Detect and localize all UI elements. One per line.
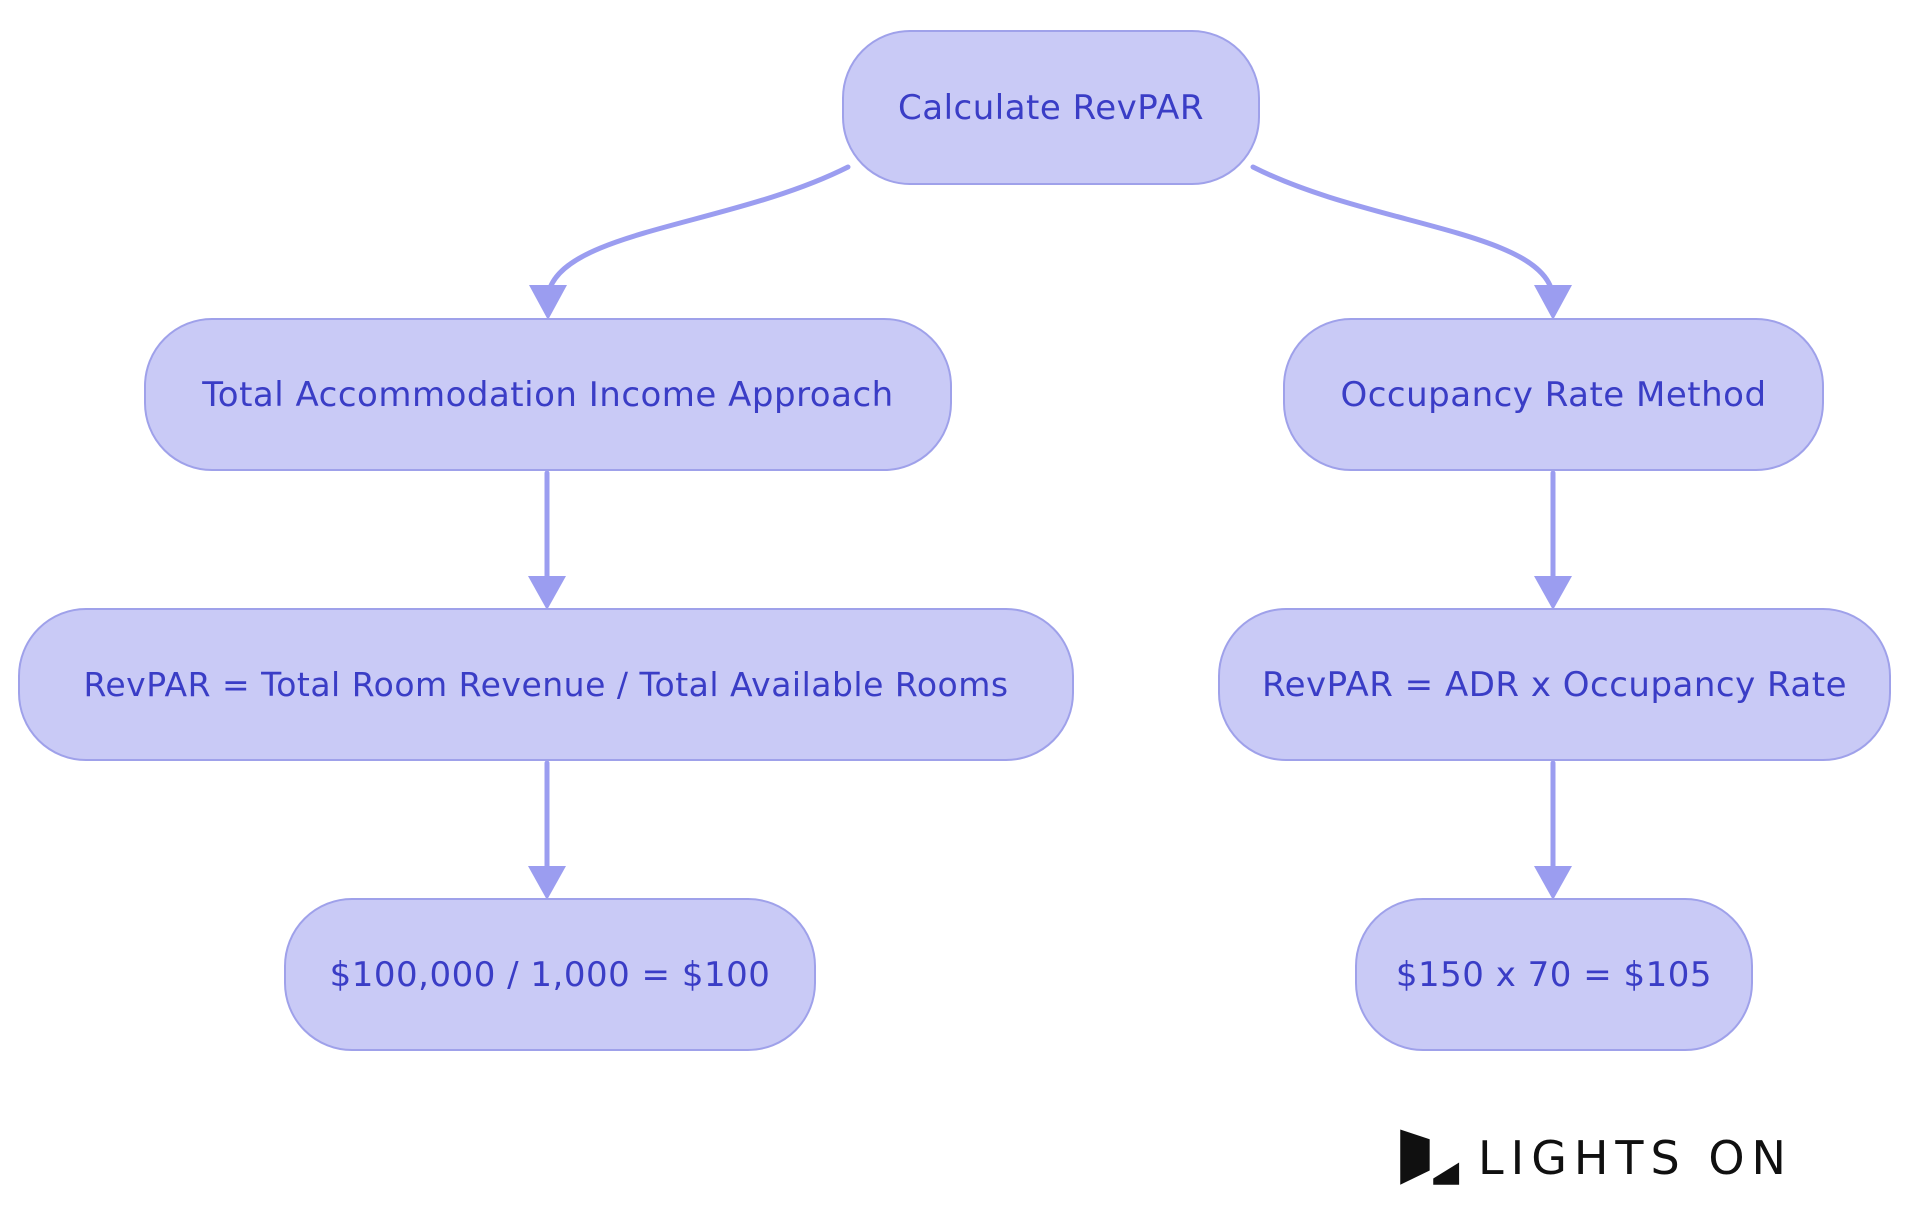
node-label: Calculate RevPAR [898, 87, 1204, 128]
node-label: RevPAR = Total Room Revenue / Total Avai… [83, 665, 1009, 704]
node-income-approach: Total Accommodation Income Approach [144, 318, 952, 471]
node-label: RevPAR = ADR x Occupancy Rate [1262, 664, 1847, 705]
node-occupancy-method: Occupancy Rate Method [1283, 318, 1824, 471]
node-occupancy-example: $150 x 70 = $105 [1355, 898, 1753, 1051]
edge-occupancy-method-to-formula [1534, 470, 1572, 610]
node-calculate-revpar: Calculate RevPAR [842, 30, 1260, 185]
logo-wordmark: LIGHTS ON [1478, 1131, 1793, 1185]
node-label: Total Accommodation Income Approach [202, 374, 894, 415]
lights-on-logo: LIGHTS ON [1394, 1122, 1793, 1194]
node-label: $150 x 70 = $105 [1395, 954, 1713, 995]
node-label: Occupancy Rate Method [1340, 374, 1767, 415]
lights-on-icon [1400, 1129, 1460, 1185]
edge-income-approach-to-formula [528, 470, 566, 610]
node-income-formula: RevPAR = Total Room Revenue / Total Avai… [18, 608, 1074, 761]
edge-occupancy-formula-to-example [1534, 760, 1572, 900]
node-income-example: $100,000 / 1,000 = $100 [284, 898, 816, 1051]
node-occupancy-formula: RevPAR = ADR x Occupancy Rate [1218, 608, 1891, 761]
node-label: $100,000 / 1,000 = $100 [329, 954, 771, 995]
edge-root-to-occupancy-method [1250, 164, 1572, 320]
edge-income-formula-to-example [528, 760, 566, 900]
edge-root-to-income-approach [529, 164, 851, 320]
